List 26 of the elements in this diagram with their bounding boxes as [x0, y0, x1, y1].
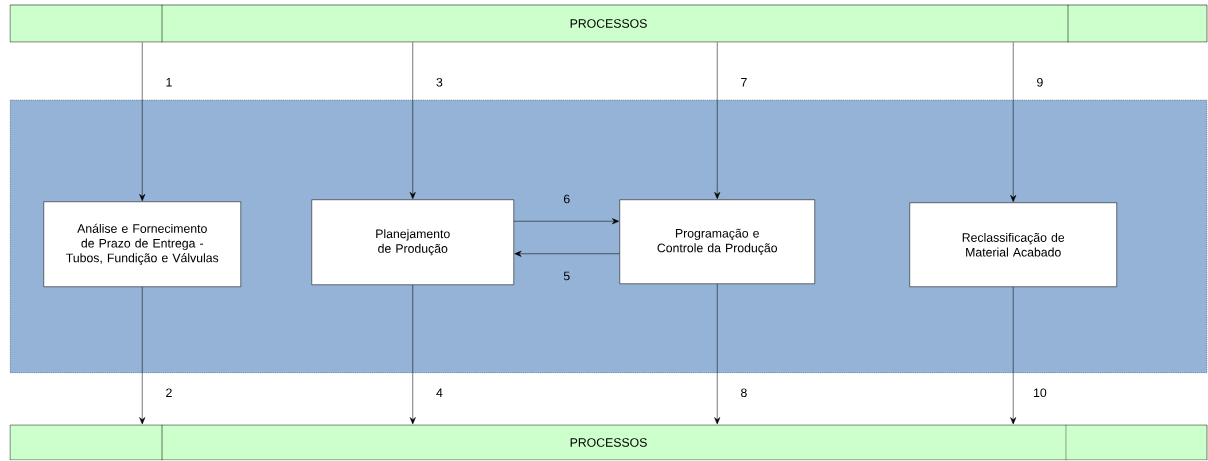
arrow — [1010, 286, 1017, 425]
arrow — [409, 42, 416, 200]
edge-label: 10 — [1034, 388, 1047, 398]
arrow — [714, 283, 721, 425]
arrow — [714, 42, 721, 200]
arrow — [513, 218, 620, 225]
process-box: Análise e Fornecimento de Prazo de Entrega - Tubos, Fundição e Válvulas — [43, 201, 242, 287]
arrow — [514, 250, 620, 257]
arrow — [1010, 42, 1017, 203]
process-box: Programação e Controle da Produção — [619, 199, 815, 284]
edge-label: 8 — [741, 388, 747, 398]
edge-label: 6 — [563, 194, 570, 204]
arrow — [139, 42, 146, 202]
edge-label: 1 — [166, 78, 172, 87]
edge-label: 4 — [436, 388, 443, 397]
process-box: Reclassificação de Material Acabado — [909, 202, 1117, 287]
arrow — [139, 286, 146, 425]
edge-label: 5 — [563, 271, 570, 281]
process-band: PROCESSOS — [9, 4, 1208, 43]
edge-label: 3 — [436, 77, 443, 87]
edge-label: 2 — [166, 388, 172, 397]
edge-label: 9 — [1037, 77, 1043, 87]
arrow — [409, 284, 416, 425]
edge-label: 7 — [741, 78, 747, 87]
process-box: Planejamento de Produção — [311, 199, 514, 285]
process-band: PROCESSOS — [9, 424, 1208, 461]
